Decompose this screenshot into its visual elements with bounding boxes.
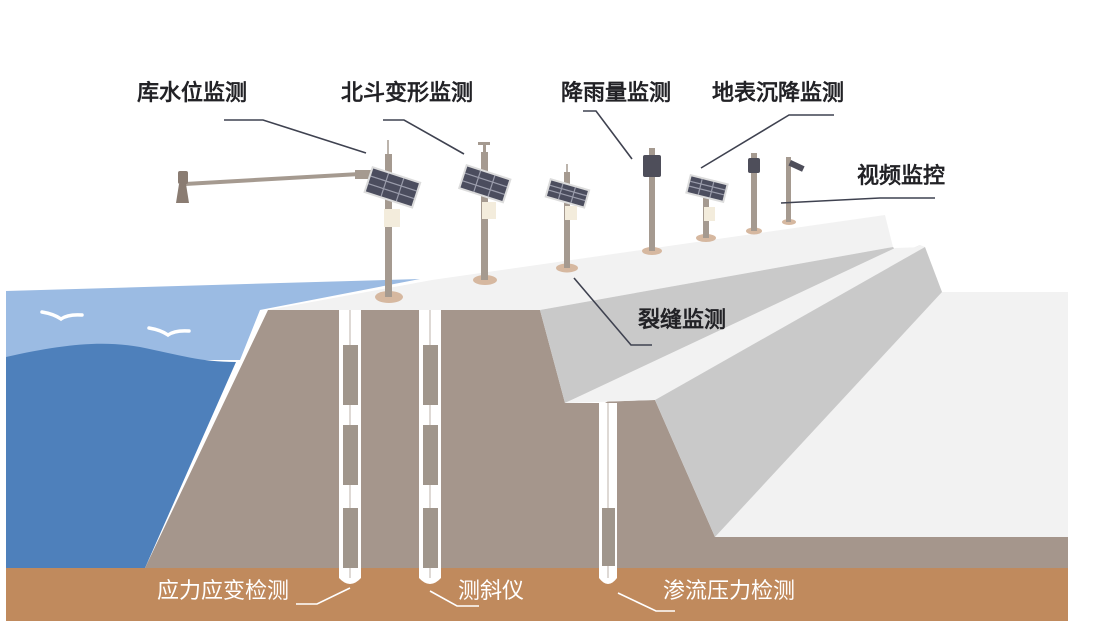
seagull-icon [147,326,191,338]
crack-station [544,164,591,273]
reservoir-level-station [176,140,422,303]
label-inclinometer: 测斜仪 [458,579,524,604]
label-rainfall: 降雨量监测 [561,80,671,106]
borehole-seepage [599,403,617,584]
label-video-surveillance: 视频监控 [857,163,945,189]
seagull-icon [40,310,84,322]
leader-lines-top [224,110,935,346]
label-crack: 裂缝监测 [638,307,726,333]
leader-line-stress-strain [296,587,351,605]
gnss-antenna-icon [478,142,490,145]
label-beidou-deformation: 北斗变形监测 [341,80,473,106]
sensor-box-icon [748,158,760,173]
borehole-stress-strain [339,310,361,584]
solar-panel-icon [544,178,591,209]
settlement-station [685,174,729,242]
label-surface-settlement: 地表沉降监测 [712,80,844,106]
leader-lines-bottom [296,587,675,612]
solar-panel-icon [457,164,512,204]
lower-slope [655,247,942,537]
stress-sensor [343,345,358,405]
inclinometer-sensor [423,425,438,485]
solar-panel-icon [685,174,729,204]
solar-panel-icon [363,166,422,209]
leader-line-crack [573,277,652,346]
radar-sensor-icon [178,171,188,184]
downstream-ground [715,292,1068,537]
leader-line-reservoir-level [224,119,367,154]
camera-icon [788,160,805,172]
leader-line-video [780,197,935,204]
rain-gauge-icon [643,155,661,177]
inclinometer-sensor [423,345,438,405]
reservoir-surface-water [6,279,420,360]
radar-arm [185,172,360,186]
video-camera-station [782,157,805,225]
leader-line-inclinometer [429,590,479,607]
inclinometer-sensor [423,508,438,568]
seepage-sensor [602,508,615,566]
borehole-inclinometer [419,310,441,584]
label-reservoir-level: 库水位监测 [137,80,247,106]
berm-band [565,247,925,403]
label-seepage-pressure: 渗流压力检测 [663,579,795,604]
dam-crest [268,215,893,310]
label-stress-strain: 应力应变检测 [157,579,289,604]
foundation-soil [6,568,1068,621]
rain-gauge-station [642,148,662,255]
leader-line-seepage [617,592,675,612]
beidou-station [457,142,512,285]
sensor-post [746,153,762,235]
reservoir-deep-water [6,343,236,568]
leader-line-beidou [383,119,465,155]
leader-line-settlement [700,114,834,169]
leader-line-rainfall [583,110,633,160]
stress-sensor [343,425,358,485]
stress-sensor [343,508,358,568]
